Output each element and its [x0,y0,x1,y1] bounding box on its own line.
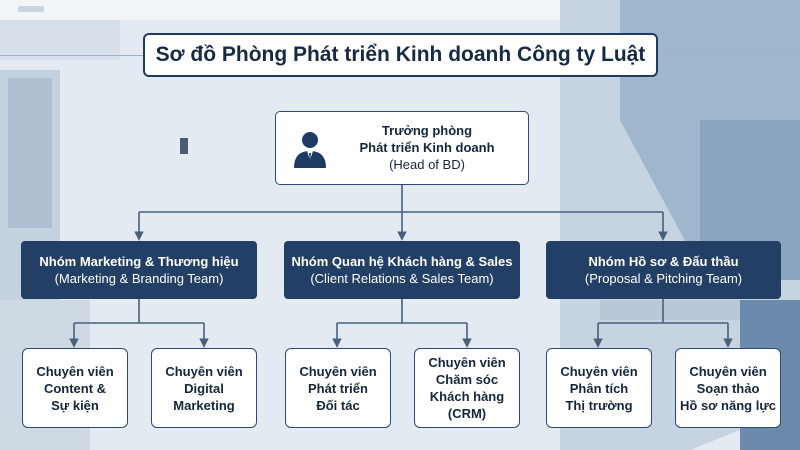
role-line: Thị trường [565,397,633,413]
team-name: Nhóm Marketing & Thương hiệu [39,254,239,269]
team-name-en: (Client Relations & Sales Team) [310,271,494,286]
team-proposal-pitching: Nhóm Hồ sơ & Đấu thầu (Proposal & Pitchi… [546,241,781,299]
role-line: Đối tác [316,397,360,413]
team-marketing-branding: Nhóm Marketing & Thương hiệu (Marketing … [21,241,257,299]
role-line: Chuyên viên [428,355,506,370]
team-name: Nhóm Hồ sơ & Đấu thầu [588,254,739,269]
diagram-title: Sơ đồ Phòng Phát triển Kinh doanh Công t… [143,33,658,77]
role-line: Chuyên viên [165,363,243,379]
team-client-relations-sales: Nhóm Quan hệ Khách hàng & Sales (Client … [284,241,520,299]
team-name-en: (Marketing & Branding Team) [54,271,224,286]
role-line: Hồ sơ năng lực [680,397,776,413]
role-partner-development: Chuyên viên Phát triển Đối tác [285,348,391,428]
role-line: Marketing [173,397,235,413]
role-line: Chuyên viên [299,363,377,379]
role-line: Soạn thảo [696,380,760,396]
role-line: Chuyên viên [36,363,114,379]
role-line: Chuyên viên [560,363,638,379]
role-line: Phân tích [569,380,629,396]
head-title-line-2: Phát triển Kinh doanh [359,140,495,155]
role-line: Sự kiện [51,397,99,413]
team-name: Nhóm Quan hệ Khách hàng & Sales [291,254,513,269]
head-title-line-1: Trưởng phòng [381,123,473,138]
head-title-line-3: (Head of BD) [389,157,465,172]
role-line: Chăm sóc [435,372,499,387]
team-name-en: (Proposal & Pitching Team) [584,271,743,286]
role-market-analysis: Chuyên viên Phân tích Thị trường [546,348,652,428]
role-line: Digital [184,380,224,396]
role-digital-marketing: Chuyên viên Digital Marketing [151,348,257,428]
role-capability-profile-drafting: Chuyên viên Soạn thảo Hồ sơ năng lực [675,348,781,428]
person-icon [294,132,326,168]
role-line: (CRM) [447,406,487,421]
role-line: Content & [43,380,107,396]
role-customer-care-crm: Chuyên viên Chăm sóc Khách hàng (CRM) [414,348,520,428]
role-content-events: Chuyên viên Content & Sự kiện [22,348,128,428]
role-line: Khách hàng [429,389,505,404]
role-line: Chuyên viên [689,363,767,379]
head-of-bd-box: Trưởng phòng Phát triển Kinh doanh (Head… [275,111,529,185]
role-line: Phát triển [308,380,368,396]
